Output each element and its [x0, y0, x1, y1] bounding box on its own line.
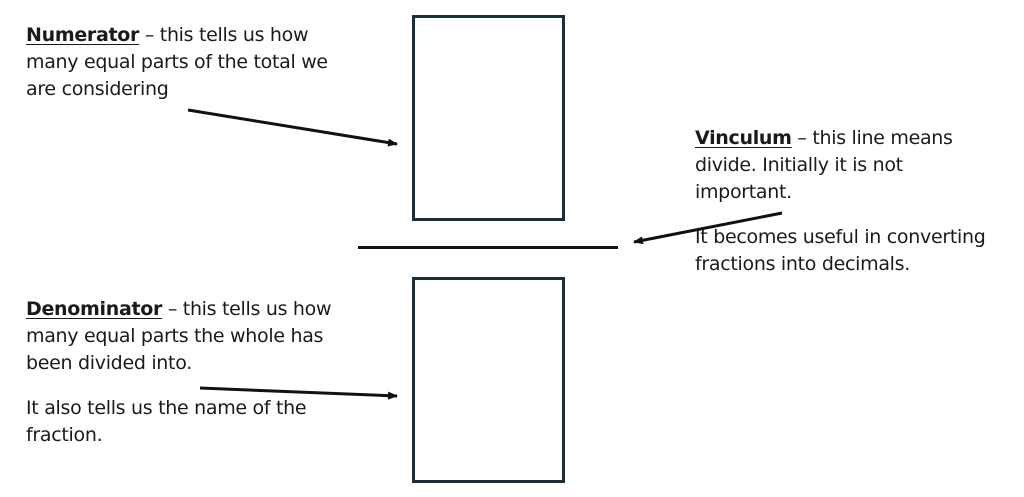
denominator-desc-1: – this tells us how [162, 298, 332, 320]
denominator-extra-1: It also tells us the name of the [26, 397, 307, 419]
denominator-label: Denominator – this tells us how many equ… [26, 296, 396, 449]
numerator-arrow [187, 108, 398, 147]
denominator-box [412, 277, 565, 483]
numerator-desc-3: are considering [26, 78, 169, 100]
denominator-extra-2: fraction. [26, 424, 103, 446]
vinculum-extra-2: fractions into decimals. [695, 253, 911, 275]
numerator-desc-2: many equal parts of the total we [26, 51, 328, 73]
vinculum-line [358, 246, 618, 249]
numerator-line-1: Numerator – this tells us how [26, 22, 386, 49]
vinculum-label: Vinculum – this line means divide. Initi… [695, 125, 1020, 278]
denominator-line-1: Denominator – this tells us how [26, 296, 396, 323]
vinculum-desc-2: divide. Initially it is not [695, 154, 903, 176]
vinculum-term: Vinculum [695, 127, 792, 149]
vinculum-extra-1: It becomes useful in converting [695, 226, 986, 248]
numerator-box [412, 15, 565, 221]
numerator-desc-1: – this tells us how [139, 24, 309, 46]
numerator-label: Numerator – this tells us how many equal… [26, 22, 386, 103]
numerator-term: Numerator [26, 24, 140, 46]
vinculum-desc-1: – this line means [791, 127, 953, 149]
vinculum-line-1: Vinculum – this line means [695, 125, 1020, 152]
denominator-term: Denominator [26, 298, 163, 320]
denominator-desc-3: been divided into. [26, 352, 192, 374]
vinculum-desc-3: important. [695, 181, 792, 203]
denominator-desc-2: many equal parts the whole has [26, 325, 324, 347]
